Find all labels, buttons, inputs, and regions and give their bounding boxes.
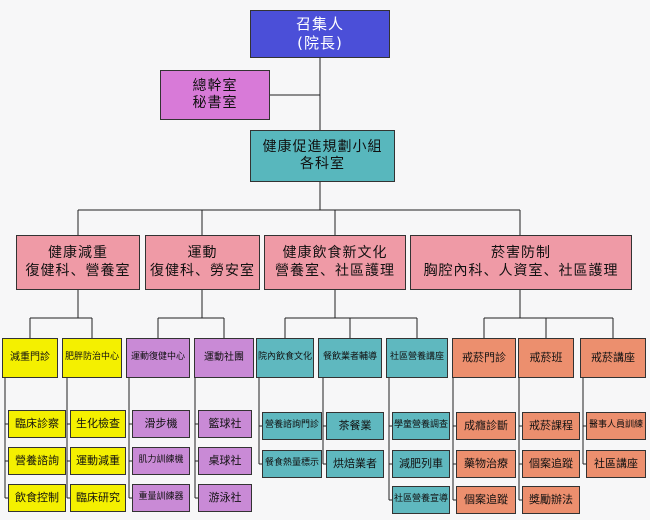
item-calorie-label: 餐食熱量標示 [262,450,322,478]
item-text: 個案追蹤 [464,493,508,507]
item-cessation-course: 戒菸課程 [522,412,580,440]
item-case-followup-1: 個案追蹤 [456,486,516,514]
program-cessation-clinic: 戒菸門診 [452,338,516,378]
item-weight-loss-train: 減肥列車 [392,450,450,478]
item-text: 醫事人員訓練 [588,420,643,431]
item-text: 臨床診察 [15,417,59,431]
program-sports-club: 運動社團 [194,338,254,378]
item-text: 生化檢查 [76,417,120,431]
secretariat-line2: 秘書室 [192,95,238,111]
item-text: 成癮診斷 [464,419,508,433]
domain-tobacco-control: 菸害防制 胸腔內科、人資室、社區護理 [410,235,632,290]
domain-exercise: 運動 復健科、勞安室 [145,235,260,290]
top-node-convener: 召集人 (院長) [250,10,390,58]
item-text: 戒菸課程 [529,419,573,433]
item-child-nutrition-survey: 學童營養調查 [392,412,450,440]
secretariat-node: 總幹室 秘書室 [160,70,270,120]
item-bakery: 烘焙業者 [326,450,384,478]
program-hospital-diet: 院內飲食文化 [256,338,314,378]
program-cessation-class: 戒菸班 [518,338,574,378]
program-catering-guidance: 餐飲業者輔導 [318,338,382,378]
planning-line2: 各科室 [300,156,345,172]
item-addiction-diagnosis: 成癮診斷 [456,412,516,440]
planning-line1: 健康促進規劃小組 [262,138,383,155]
item-elliptical: 滑步機 [132,410,190,438]
item-text: 獎勵辦法 [529,493,573,507]
item-drug-therapy: 藥物治療 [456,450,516,478]
item-community-lecture: 社區講座 [586,450,646,478]
item-swimming-club: 游泳社 [198,484,252,512]
program-name: 社區營養講座 [389,352,444,363]
item-text: 滑步機 [144,417,178,431]
program-name: 運動社團 [204,351,244,363]
domain-title: 運動 [187,245,218,261]
item-strength-machine: 肌力訓練機 [132,447,190,475]
item-text: 運動減重 [76,454,120,468]
domain-healthy-diet: 健康飲食新文化 營養室、社區護理 [264,235,406,290]
domain-dept: 復健科、勞安室 [150,262,255,279]
top-line2: (院長) [297,34,343,52]
program-name: 減重門診 [10,351,50,363]
item-text: 桌球社 [208,454,242,468]
item-text: 烘焙業者 [333,457,377,471]
item-text: 社區營養宣導 [393,494,448,505]
program-weight-loss-clinic: 減重門診 [2,338,58,378]
item-biochem-test: 生化檢查 [70,410,126,438]
item-text: 臨床研究 [76,491,120,505]
item-exercise-weight-loss: 運動減重 [70,447,126,475]
item-medical-staff-training: 醫事人員訓練 [586,412,646,440]
planning-node: 健康促進規劃小組 各科室 [250,130,395,182]
program-name: 戒菸講座 [591,351,635,365]
program-rehab-center: 運動復健中心 [126,338,190,378]
item-text: 學童營養調查 [393,420,448,431]
item-clinical-research: 臨床研究 [70,484,126,512]
program-community-nutrition: 社區營養講座 [386,338,448,378]
item-text: 營養諮詢門診 [264,420,319,431]
item-text: 減肥列車 [399,457,443,471]
secretariat-line1: 總幹室 [192,77,238,94]
item-clinical-exam: 臨床診察 [8,410,66,438]
item-text: 營養諮詢 [15,454,59,468]
domain-dept: 胸腔內科、人資室、社區護理 [423,262,619,279]
item-table-tennis-club: 桌球社 [198,447,252,475]
program-name: 餐飲業者輔導 [322,352,377,363]
item-text: 個案追蹤 [529,457,573,471]
item-text: 藥物治療 [464,457,508,471]
domain-dept: 復健科、營養室 [25,262,131,279]
item-text: 飲食控制 [15,491,59,505]
program-name: 院內飲食文化 [257,352,312,363]
domain-title: 健康減重 [48,245,108,261]
item-text: 籃球社 [208,417,242,431]
item-case-followup-2: 個案追蹤 [522,450,580,478]
item-weight-trainer: 重量訓練器 [132,484,190,512]
item-nutrition-clinic: 營養諮詢門診 [262,412,322,440]
domain-title: 健康飲食新文化 [282,245,388,261]
item-text: 社區講座 [594,457,638,471]
item-reward-scheme: 獎勵辦法 [522,486,580,514]
item-tea-restaurant: 茶餐業 [326,412,384,440]
item-text: 茶餐業 [338,419,372,433]
item-nutrition-consult: 營養諮詢 [8,447,66,475]
item-diet-control: 飲食控制 [8,484,66,512]
item-text: 餐食熱量標示 [264,458,319,469]
domain-weight-loss: 健康減重 復健科、營養室 [16,235,140,290]
program-name: 戒菸班 [529,351,563,365]
program-name: 肥胖防治中心 [64,352,119,363]
item-text: 重量訓練器 [138,492,184,503]
item-basketball-club: 籃球社 [198,410,252,438]
domain-dept: 營養室、社區護理 [275,262,395,279]
domain-title: 菸害防制 [491,245,551,261]
program-obesity-center: 肥胖防治中心 [62,338,122,378]
program-name: 運動復健中心 [130,352,185,363]
item-community-nutrition-promo: 社區營養宣導 [392,486,450,514]
program-name: 戒菸門診 [462,351,506,365]
top-line1: 召集人 [295,15,344,34]
item-text: 游泳社 [208,491,242,505]
program-cessation-lecture: 戒菸講座 [580,338,646,378]
item-text: 肌力訓練機 [138,455,184,466]
